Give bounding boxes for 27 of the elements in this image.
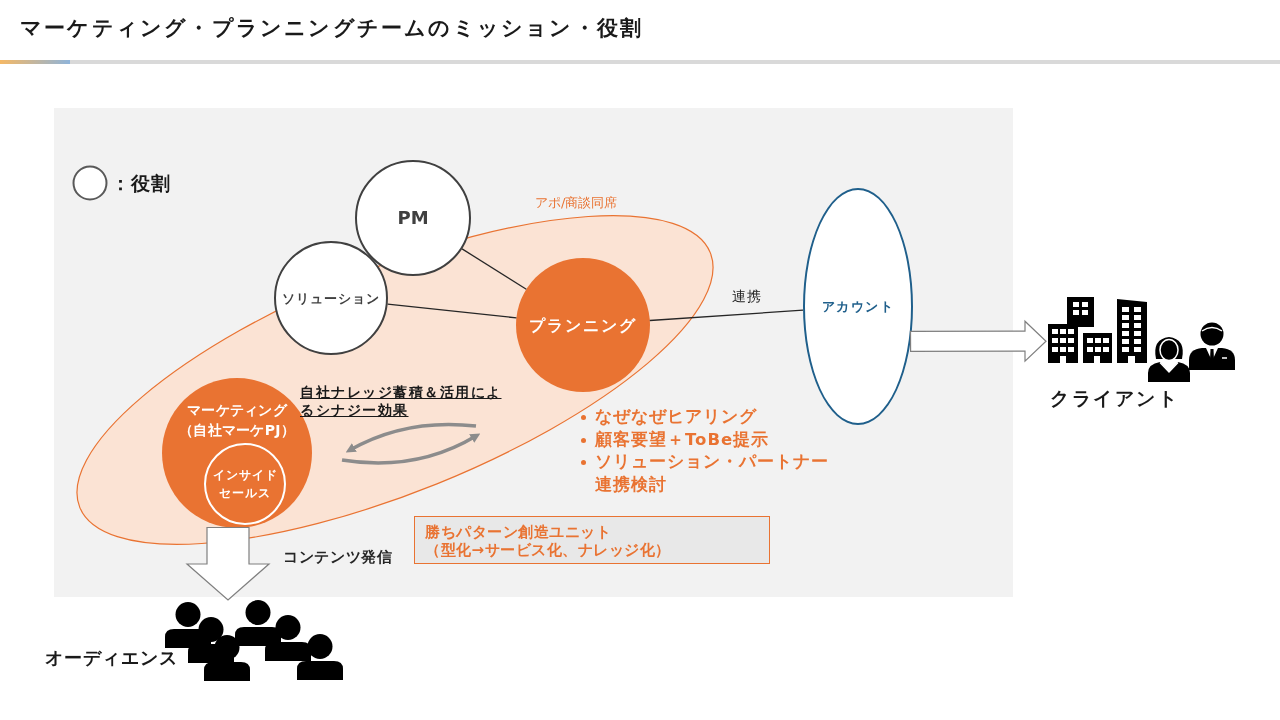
region-label: アポ/商談同席 xyxy=(535,195,618,211)
node-label: プランニング xyxy=(529,314,637,337)
page-title: マーケティング・プランニングチームのミッション・役割 xyxy=(20,15,644,42)
bullet-item: なぜなぜヒアリング xyxy=(578,406,834,429)
node-label: マーケティング xyxy=(186,401,288,420)
node-label: ソリューション xyxy=(282,289,380,308)
block-arrow xyxy=(909,319,1047,363)
node-label: アカウント xyxy=(821,298,895,316)
edge-label: コンテンツ発信 xyxy=(282,547,394,567)
inner-circle xyxy=(204,443,286,525)
node-label: オーディエンス xyxy=(45,647,178,669)
connector-line xyxy=(461,248,527,290)
bullet-item: ソリューション・パートナー連携検討 xyxy=(578,451,834,497)
note-text: 自社ナレッジ蓄積＆活用によるシナジー効果 xyxy=(300,383,503,419)
node-label: クライアント xyxy=(1050,387,1179,409)
node-label: PM xyxy=(397,206,429,230)
connector-line xyxy=(649,309,804,322)
bullet-item: 顧客要望＋ToBe提示 xyxy=(578,428,834,452)
block-arrow xyxy=(185,526,271,601)
node-label: インサイドセールス xyxy=(211,467,279,502)
box-subtext: （型化→サービス化、ナレッジ化） xyxy=(425,541,672,559)
box-heading: 勝ちパターン創造ユニット xyxy=(425,523,612,541)
node-label: （自社マーケPJ） xyxy=(178,421,296,440)
connector-line xyxy=(387,303,518,319)
unit-box xyxy=(414,516,770,564)
edge-label: 連携 xyxy=(731,286,762,306)
legend-label: ：役割 xyxy=(111,171,171,196)
